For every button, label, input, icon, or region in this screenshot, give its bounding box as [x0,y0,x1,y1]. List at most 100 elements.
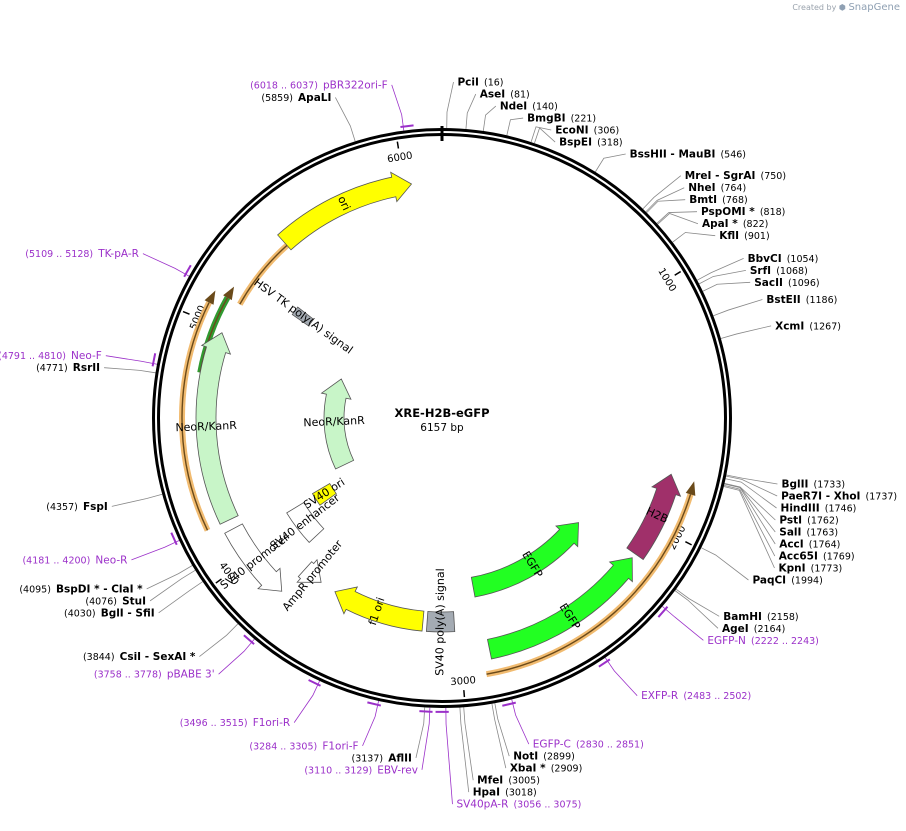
enzyme-leader-line [723,486,775,569]
enzyme-site-xbai[interactable]: XbaI * (2909) [510,757,582,776]
enzyme-position: (1737) [866,492,898,503]
enzyme-site-pcii[interactable]: PciI (16) [457,71,503,90]
feature-f1-ori: f1 ori [334,586,425,632]
enzyme-site-bamhi[interactable]: BamHI (2158) [723,605,798,624]
enzyme-name: XbaI * [510,763,546,775]
feature-egfp: EGFP [470,522,579,598]
enzyme-name: XcmI [775,320,804,332]
primer-name: EGFP-C [533,739,571,751]
enzyme-site-srfi[interactable]: SrfI (1068) [750,259,808,278]
tick-mark [396,141,400,149]
enzyme-position: (2909) [551,764,583,775]
enzyme-site-sacii[interactable]: SacII (1096) [754,271,819,290]
enzyme-leader-line [335,97,356,142]
primer-site-egfp-c[interactable]: EGFP-C (2830 .. 2851) [533,733,644,752]
enzyme-site-pspomi[interactable]: PspOMI * (818) [701,200,785,219]
primer-site-f1ori-r[interactable]: (3496 .. 3515) F1ori-R [180,711,290,730]
enzyme-site-acci[interactable]: AccI (1764) [779,533,840,552]
primer-range: (6018 .. 6037) [250,80,318,91]
enzyme-site-acc65i[interactable]: Acc65I (1769) [779,545,855,564]
enzyme-site-bspdi-clai[interactable]: (4095) BspDI * - ClaI * [19,577,143,596]
enzyme-name: KpnI [778,563,805,575]
enzyme-site-xcmi[interactable]: XcmI (1267) [775,314,841,333]
enzyme-site-econi[interactable]: EcoNI (306) [555,119,619,138]
primer-site-sv40pa-r[interactable]: SV40pA-R (3056 .. 3075) [456,793,581,812]
primer-name: F1ori-F [322,740,358,752]
enzyme-site-noti[interactable]: NotI (2899) [513,745,575,764]
primer-name: Neo-F [71,350,102,362]
enzyme-name: NdeI [500,101,527,113]
enzyme-site-paer7i-xhoi[interactable]: PaeR7I - XhoI (1737) [781,485,897,504]
feature-label: NeoR/KanR [303,414,365,429]
primer-site-tk-pa-r[interactable]: (5109 .. 5128) TK-pA-R [25,242,139,261]
enzyme-position: (2164) [754,624,786,635]
enzyme-site-fspi[interactable]: (4357) FspI [46,495,108,514]
enzyme-site-psti[interactable]: PstI (1762) [779,509,838,528]
enzyme-site-nhei[interactable]: NheI (764) [688,176,746,195]
enzyme-position: (546) [720,150,746,161]
enzyme-name: NotI [513,751,538,763]
primer-range: (2222 .. 2243) [751,636,819,647]
enzyme-position: (221) [571,114,597,125]
primer-site-neo-f[interactable]: (4791 .. 4810) Neo-F [0,344,102,363]
primer-site-mark [183,264,192,278]
enzyme-site-bmgbi[interactable]: BmgBI (221) [527,107,596,126]
enzyme-name: NheI [688,182,715,194]
primer-site-mark [367,701,382,707]
primer-site-exfp-r[interactable]: EXFP-R (2483 .. 2502) [641,684,751,703]
primer-site-ebv-rev[interactable]: (3110 .. 3129) EBV-rev [304,758,418,777]
primer-leader-line [604,657,638,696]
primer-site-pbr322ori-f[interactable]: (6018 .. 6037) pBR322ori-F [250,73,388,92]
enzyme-name: FspI [83,501,108,513]
primer-site-pbabe-3[interactable]: (3758 .. 3778) pBABE 3' [94,663,215,682]
primer-site-f1ori-f[interactable]: (3284 .. 3305) F1ori-F [249,734,358,753]
enzyme-position: (1054) [787,254,819,265]
enzyme-site-bgli-sfii[interactable]: (4030) BglI - SfiI [64,601,155,620]
enzyme-site-sali[interactable]: SalI (1763) [779,521,838,540]
enzyme-site-bsshii-maubi[interactable]: BssHII - MauBI (546) [630,143,746,162]
enzyme-site-kfli[interactable]: KflI (901) [719,224,769,243]
enzyme-site-asei[interactable]: AseI (81) [480,83,530,102]
enzyme-site-ndei[interactable]: NdeI (140) [500,95,558,114]
enzyme-site-bglii[interactable]: BglII (1733) [781,473,845,492]
enzyme-site-apai[interactable]: ApaI * (822) [702,212,768,231]
enzyme-site-mrei-sgrai[interactable]: MreI - SgrAI (750) [685,164,786,183]
enzyme-position: (822) [743,219,769,230]
primer-site-neo-r[interactable]: (4181 .. 4200) Neo-R [22,548,127,567]
primer-site-mark [419,710,433,713]
enzyme-site-csii-sexai[interactable]: (3844) CsiI - SexAI * [83,645,196,664]
enzyme-site-hindiii[interactable]: HindIII (1746) [781,497,857,516]
primer-leader-line [445,707,453,805]
enzyme-site-bmti[interactable]: BmtI (768) [689,188,748,207]
enzyme-site-agei[interactable]: AgeI (2164) [722,617,785,636]
enzyme-site-mfei[interactable]: MfeI (3005) [477,769,540,788]
enzyme-site-paqci[interactable]: PaqCI (1994) [752,569,822,588]
primer-name: Neo-R [95,554,127,566]
enzyme-site-bbvci[interactable]: BbvCI (1054) [748,247,819,266]
enzyme-name: CsiI - SexAI * [120,651,196,663]
enzyme-position: (750) [761,171,787,182]
enzyme-leader-line [465,93,477,130]
enzyme-position: (1068) [776,266,808,277]
enzyme-site-apali[interactable]: (5859) ApaLI [261,86,331,105]
enzyme-site-rsrii[interactable]: (4771) RsrII [36,356,100,375]
enzyme-position: (4357) [46,502,78,513]
enzyme-site-kpni[interactable]: KpnI (1773) [778,557,842,576]
enzyme-position: (1267) [809,321,841,332]
enzyme-name: PaqCI [752,575,786,587]
enzyme-name: PciI [457,77,478,89]
enzyme-site-bspei[interactable]: BspEI (318) [559,131,623,150]
tick-label: 3000 [450,675,476,688]
primer-site-egfp-n[interactable]: EGFP-N (2222 .. 2243) [707,629,819,648]
enzyme-leader-line [446,81,454,129]
enzyme-leader-line [534,127,556,144]
enzyme-name: SacII [754,277,783,289]
enzyme-leader-line [720,325,772,339]
primer-range: (3110 .. 3129) [304,765,372,776]
tick-mark [463,690,466,698]
enzyme-site-aflii[interactable]: (3137) AflII [352,746,412,765]
enzyme-site-hpai[interactable]: HpaI (3018) [473,781,537,800]
enzyme-leader-line [642,175,682,210]
enzyme-site-bsteii[interactable]: BstEII (1186) [766,288,837,307]
enzyme-site-stui[interactable]: (4076) StuI [85,589,146,608]
